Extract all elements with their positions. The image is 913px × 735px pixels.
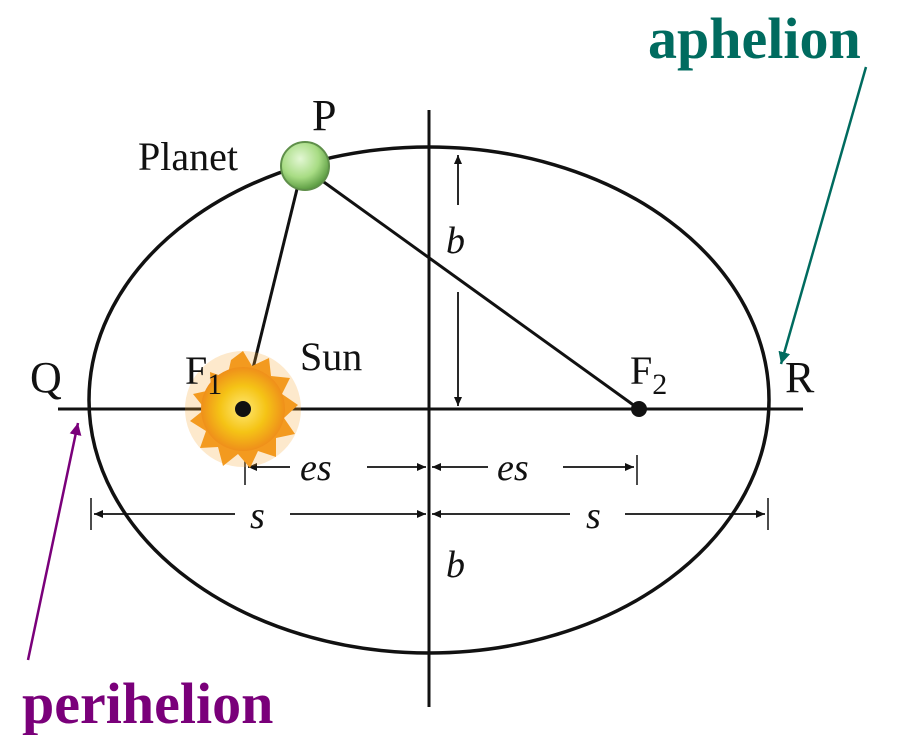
sun-label: Sun [300,334,362,379]
focus1-label: F1 [185,348,222,401]
semi-minor-top-label: b [446,220,465,262]
point-r-label: R [785,353,815,402]
point-q-label: Q [30,353,62,402]
planet-label: Planet [138,134,238,179]
focus1-letter: F [185,348,207,393]
focus2-label: F2 [630,348,667,401]
focus2-letter: F [630,348,652,393]
semi-major-left-label: s [250,495,265,537]
perihelion-arrow [26,422,82,661]
focus1-dot [235,401,251,417]
focal-distance-left-label: es [300,447,332,489]
perihelion-label: perihelion [22,671,273,735]
aphelion-arrow [778,66,868,365]
focus2-dot [631,401,647,417]
focal-distance-right-label: es [497,447,529,489]
planet-icon [280,141,330,191]
focus2-subscript: 2 [652,368,667,401]
focus1-subscript: 1 [207,368,222,401]
line-planet-to-focus2 [320,178,640,411]
point-p-label: P [312,91,336,140]
semi-minor-bottom-label: b [446,544,465,586]
semi-major-right-label: s [586,495,601,537]
aphelion-label: aphelion [648,6,861,71]
